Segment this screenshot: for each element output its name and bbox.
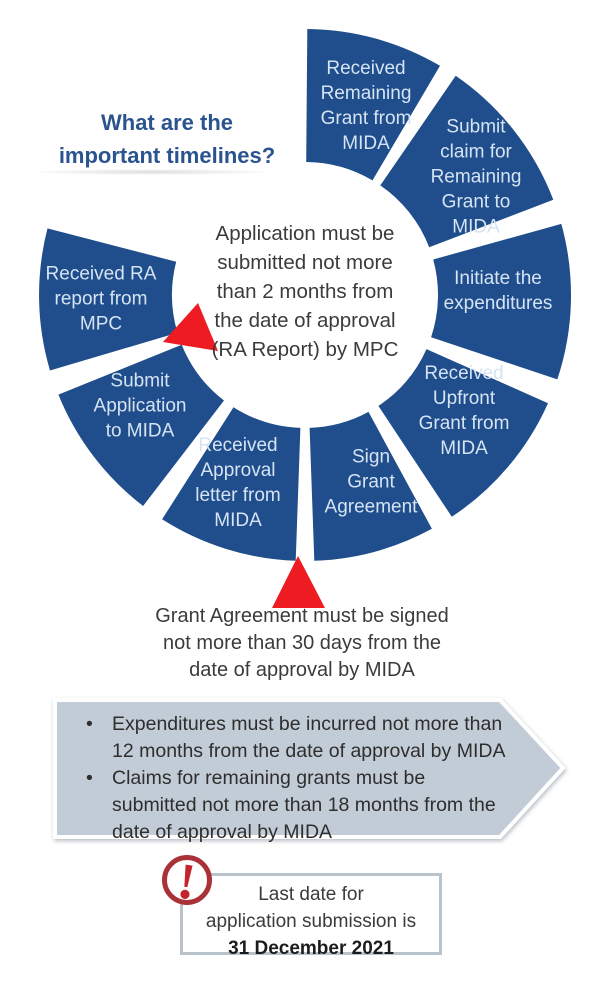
page-title: What are the important timelines? [58, 110, 276, 168]
ring-segment [380, 75, 554, 248]
segment-label-received-ra-report: Received RA report from MPC [45, 263, 157, 335]
arrow-agreement-triangle [272, 556, 325, 608]
deadline-text: Last date for application submission is [205, 884, 417, 932]
agreement-note: Grant Agreement must be signed not more … [155, 605, 449, 682]
title-underline-shadow [34, 169, 269, 175]
ring-segment [306, 29, 440, 181]
center-note: Application must be submitted not more t… [211, 222, 399, 362]
callout-arrow-shape [53, 698, 566, 839]
ring-segment [378, 349, 548, 517]
callout-bullet-text: Claims for remaining grants must be subm… [112, 766, 496, 843]
warning-icon [162, 855, 212, 905]
segment-label-received-upfront-grant: Received Upfront Grant from MIDA [418, 362, 510, 460]
segment-label-received-approval-letter: Received Approval letter from MIDA [195, 434, 281, 532]
timeline-ring [39, 29, 572, 561]
segment-label-submit-application: Submit Application to MIDA [93, 370, 187, 442]
segment-label-submit-claim: Submit claim for Remaining Grant to MIDA [430, 116, 522, 238]
callout-bullet-text: Expenditures must be incurred not more t… [112, 713, 506, 762]
deadline-date: 31 December 2021 [228, 937, 394, 959]
segment-label-initiate-expenditures: Initiate the expenditures [443, 267, 553, 314]
ring-segment [39, 228, 178, 371]
ring-segment [162, 407, 301, 561]
callout-bullet-list: • Expenditures must be incurred not more… [80, 711, 522, 846]
segment-label-sign-grant-agreement: Sign Grant Agreement [324, 446, 418, 518]
bullet-icon: • [86, 713, 93, 735]
ring-segment [58, 344, 225, 506]
ring-segment [431, 223, 572, 380]
bullet-icon: • [86, 766, 93, 789]
callout-bullet-item: • Expenditures must be incurred not more… [80, 711, 522, 765]
ring-segment [309, 411, 432, 561]
deadline-box: Last date for application submission is … [180, 873, 442, 959]
arrow-application-triangle [163, 303, 218, 351]
callout-bullet-item: • Claims for remaining grants must be su… [80, 765, 522, 846]
segment-label-received-remaining-grant: Received Remaining Grant from MIDA [320, 57, 412, 155]
